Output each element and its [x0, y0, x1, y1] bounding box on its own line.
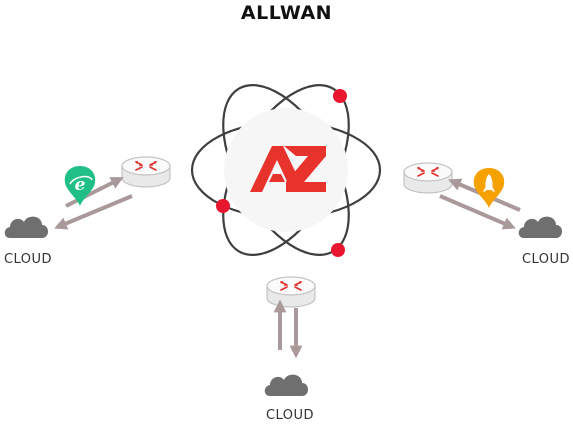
cloud-icon — [518, 216, 562, 238]
left-branch: e — [4, 156, 171, 238]
orbit-dot — [333, 89, 347, 103]
cloud-label-bottom: CLOUD — [265, 408, 315, 423]
bottom-branch — [264, 276, 316, 396]
cloud-icon — [4, 216, 48, 238]
hub-atom — [190, 84, 382, 257]
right-branch — [403, 162, 562, 238]
browser-e-icon: e — [64, 166, 96, 206]
cloud-label-left: CLOUD — [3, 252, 53, 267]
left-arrows — [54, 177, 133, 230]
cloud-icon — [264, 374, 308, 396]
svg-text:e: e — [75, 175, 86, 195]
orbit-dots — [216, 89, 347, 257]
orbit-dot — [331, 243, 345, 257]
router-icon — [121, 156, 171, 188]
orbit-dot — [216, 199, 230, 213]
bottom-arrows — [273, 299, 303, 359]
router-icon — [266, 276, 316, 308]
az-logo-icon — [250, 146, 326, 192]
page-title: ALLWAN — [240, 2, 333, 24]
cloud-label-right: CLOUD — [521, 252, 571, 267]
router-icon — [403, 162, 453, 194]
rocket-icon — [473, 168, 505, 208]
